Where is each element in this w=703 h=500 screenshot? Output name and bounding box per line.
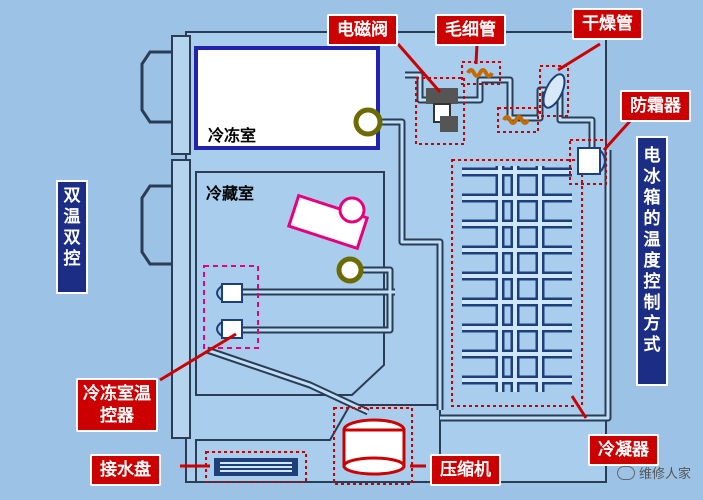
evaporator-fan-icon: [338, 196, 366, 224]
fridge-room-label: 冷藏室: [206, 184, 255, 203]
dryer-label: 干燥管: [572, 8, 643, 40]
fridge-handle: [140, 184, 172, 266]
dryer-box: [539, 65, 569, 117]
solenoid-valve-box: [415, 77, 465, 145]
solenoid-valve-icon: [426, 88, 458, 132]
freezer-handle: [140, 50, 172, 124]
compressor-icon: [342, 418, 406, 476]
capillary-box: [461, 61, 501, 85]
compressor-label: 压缩机: [430, 454, 501, 486]
compressor-box: [333, 407, 413, 485]
capillary-coil-icon-2: [502, 115, 530, 125]
evaporator-plate: [286, 193, 370, 251]
condenser-label: 冷凝器: [588, 434, 659, 466]
solenoid-valve-label: 电磁阀: [327, 14, 398, 46]
freezer-room-label: 冷冻室: [208, 126, 257, 145]
fridge-door: [171, 159, 191, 439]
thermostat-switch-icon: [216, 283, 243, 339]
anti-frost-box: [569, 139, 607, 185]
drain-pan-box: [205, 451, 307, 483]
freezer-compartment: [194, 46, 380, 150]
anti-frost-label: 防霜器: [620, 90, 691, 122]
leader-lines: [159, 42, 642, 468]
capillary-box-2: [497, 107, 539, 133]
drain-pan-label: 接水盘: [90, 454, 161, 486]
chat-bubble-icon: [616, 466, 635, 480]
capillary-tube-label: 毛细管: [435, 14, 506, 46]
freezer-thermostat-label: 冷冻室温控器: [76, 378, 158, 432]
capillary-coil-icon: [466, 68, 494, 78]
watermark: 维修人家: [616, 463, 691, 482]
freezer-door: [171, 35, 191, 155]
fridge-sensor-icon: [336, 256, 364, 284]
dual-control-label: 双温双控: [56, 180, 88, 294]
anti-frost-icon: [577, 147, 606, 175]
thermostat-box: [203, 265, 259, 349]
drain-pan-icon: [214, 458, 298, 476]
condenser-coil: [451, 159, 583, 407]
watermark-text: 维修人家: [638, 467, 691, 482]
dryer-icon: [542, 73, 566, 109]
control-method-label: 电冰箱的温度控制方式: [636, 136, 668, 386]
freezer-sensor-icon: [353, 107, 383, 137]
